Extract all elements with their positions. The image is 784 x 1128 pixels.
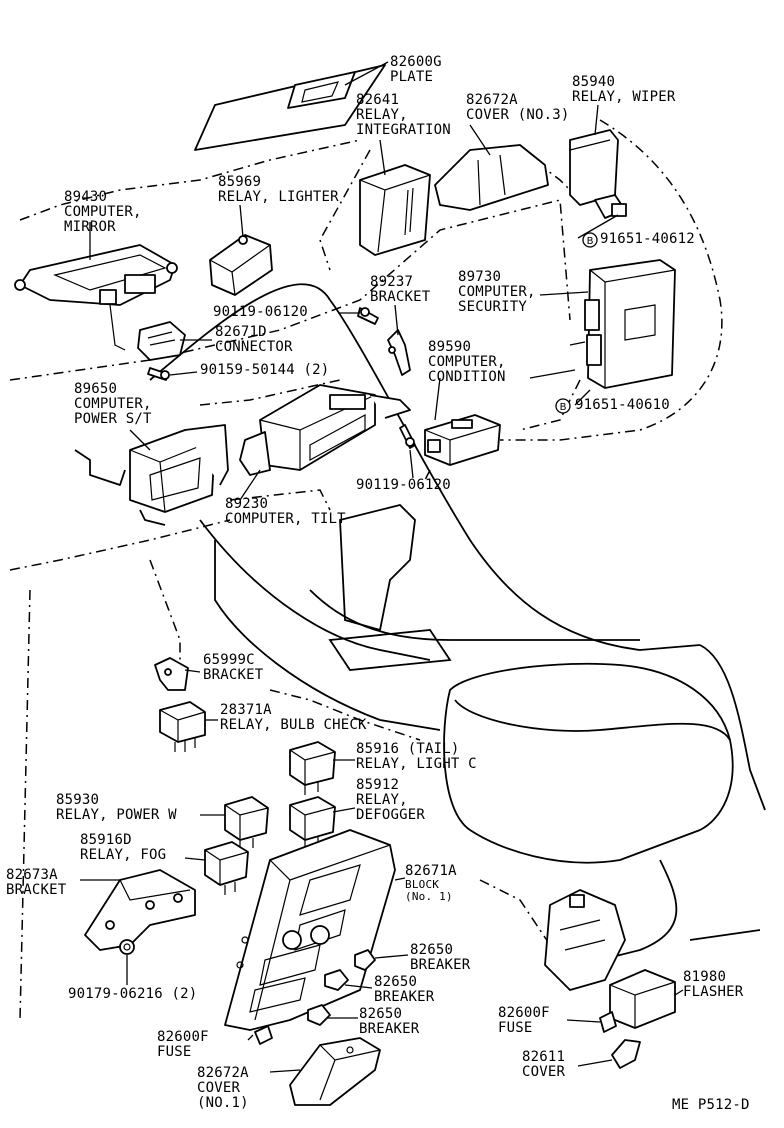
- screw-90119-bottom-drawing: [399, 424, 416, 449]
- label-plate: 82600G PLATE: [390, 54, 442, 85]
- connector-82671d-drawing: [137, 321, 186, 361]
- label-fuse-right: 82600F FUSE: [498, 1005, 550, 1036]
- diagram-code: ME P512-D: [672, 1097, 750, 1113]
- label-screw-06120-top: 90119-06120: [213, 304, 308, 320]
- bracket-89237-drawing: [387, 329, 411, 376]
- relay-integration-drawing: [359, 164, 431, 256]
- breaker-3-drawing: [307, 1004, 331, 1026]
- cover-82611-drawing: [611, 1039, 641, 1069]
- relay-defogger-drawing: [289, 796, 336, 850]
- label-bracket-82673a: 82673A BRACKET: [6, 867, 67, 898]
- label-block-no1: 82671A BLOCK (No. 1): [405, 863, 457, 903]
- relay-fog-drawing: [204, 841, 249, 895]
- computer-power-st-drawing: [74, 424, 229, 526]
- label-relay-lighter: 85969 RELAY, LIGHTER: [218, 174, 339, 205]
- junction-block-drawing: [224, 829, 396, 1031]
- label-relay-bulb-check: 28371A RELAY, BULB CHECK: [220, 702, 367, 733]
- b-badge-top-icon: B: [582, 232, 598, 248]
- computer-tilt-drawing: [239, 384, 411, 476]
- label-relay-defogger: 85912 RELAY, DEFOGGER: [356, 777, 426, 823]
- label-cover-no1: 82672A COVER (NO.1): [197, 1065, 249, 1111]
- label-clip-06216: 90179-06216 (2): [68, 986, 198, 1002]
- label-connector: 82671D CONNECTOR: [215, 324, 293, 355]
- assembly-dashed-lines: [9, 119, 723, 1021]
- computer-security-drawing: [569, 259, 676, 389]
- label-computer-condition: 89590 COMPUTER, CONDITION: [428, 339, 506, 385]
- relay-wiper-drawing: [569, 129, 627, 219]
- fuse-left-drawing: [254, 1025, 273, 1045]
- fuse-right-drawing: [599, 1011, 617, 1033]
- label-bolt-40612: 91651-40612: [600, 231, 695, 247]
- breaker-2-drawing: [324, 969, 349, 991]
- label-bracket-65999c: 65999C BRACKET: [203, 652, 264, 683]
- breaker-1-drawing: [354, 949, 376, 971]
- label-relay-wiper: 85940 RELAY, WIPER: [572, 74, 676, 105]
- svg-text:B: B: [560, 402, 567, 413]
- label-relay-power-w: 85930 RELAY, POWER W: [56, 792, 177, 823]
- label-screw-50144: 90159-50144 (2): [200, 362, 330, 378]
- label-relay-fog: 85916D RELAY, FOG: [80, 832, 167, 863]
- computer-condition-drawing: [424, 414, 501, 466]
- label-computer-power-st: 89650 COMPUTER, POWER S/T: [74, 381, 152, 427]
- computer-mirror-drawing: [14, 244, 178, 351]
- relay-bulb-check-drawing: [159, 701, 206, 752]
- bracket-65999c-drawing: [154, 657, 189, 691]
- relay-block-right-drawing: [544, 889, 626, 991]
- label-computer-tilt: 89230 COMPUTER, TILT: [225, 496, 346, 527]
- label-screw-06120-bottom: 90119-06120: [356, 477, 451, 493]
- label-breaker-2: 82650 BREAKER: [374, 974, 435, 1005]
- relay-lighter-drawing: [209, 234, 273, 296]
- label-breaker-3: 82650 BREAKER: [359, 1006, 420, 1037]
- label-cover-no3: 82672A COVER (NO.3): [466, 92, 570, 123]
- label-bracket-89237: 89237 BRACKET: [370, 274, 431, 305]
- screw-90119-top-drawing: [357, 307, 379, 325]
- clip-90179-drawing: [119, 939, 135, 955]
- label-relay-light-c: 85916 (TAIL) RELAY, LIGHT C: [356, 741, 477, 772]
- b-badge-bottom-icon: B: [555, 398, 571, 414]
- label-cover-82611: 82611 COVER: [522, 1049, 566, 1080]
- leader-lines: [80, 61, 684, 1073]
- label-breaker-1: 82650 BREAKER: [410, 942, 471, 973]
- relay-light-c-drawing: [289, 741, 336, 795]
- cover-no1-drawing: [289, 1037, 381, 1106]
- label-bolt-40610: 91651-40610: [575, 397, 670, 413]
- label-relay-integration: 82641 RELAY, INTEGRATION: [356, 92, 451, 138]
- label-fuse-left: 82600F FUSE: [157, 1029, 209, 1060]
- bracket-82673a-drawing: [84, 869, 196, 951]
- relay-power-w-drawing: [224, 796, 269, 850]
- label-flasher: 81980 FLASHER: [683, 969, 744, 1000]
- svg-text:B: B: [587, 236, 594, 247]
- label-computer-security: 89730 COMPUTER, SECURITY: [458, 269, 536, 315]
- plate-82600g-drawing: [194, 64, 386, 151]
- label-computer-mirror: 89430 COMPUTER, MIRROR: [64, 189, 142, 235]
- flasher-drawing: [609, 969, 676, 1029]
- cover-no3-drawing: [434, 144, 549, 211]
- screw-90159-drawing: [147, 367, 170, 381]
